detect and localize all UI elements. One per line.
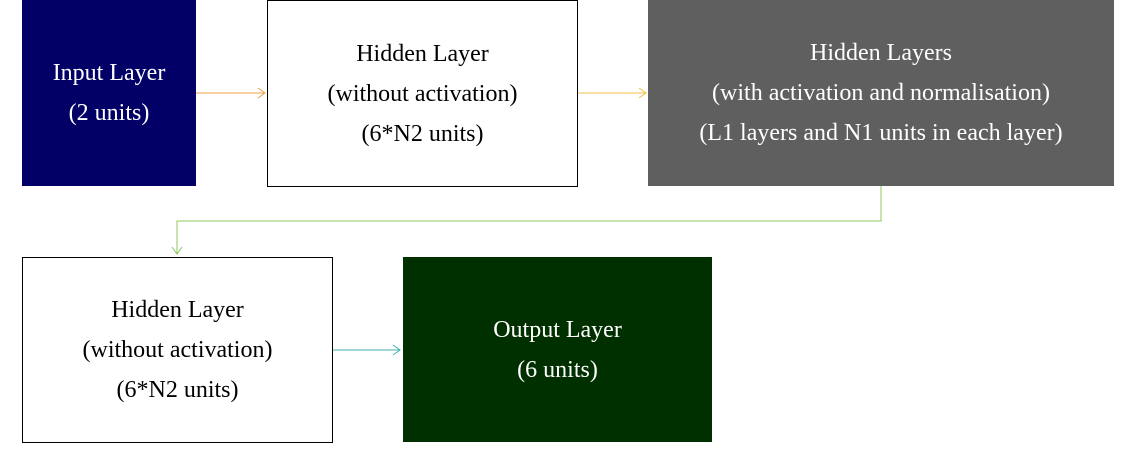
hidden-layer-2-units: (6*N2 units) (116, 377, 239, 403)
hidden-layer-1-title: Hidden Layer (356, 40, 489, 67)
hidden-layer-1-units: (6*N2 units) (361, 120, 484, 147)
arrow-hidden-1-to-hidden-layers-head (638, 87, 647, 99)
arrow-hidden-1-to-hidden-layers (578, 87, 647, 99)
hidden-layers-activated-node: Hidden Layers (with activation and norma… (648, 0, 1114, 186)
arrow-hidden-2-to-output (333, 344, 401, 356)
output-layer-title: Output Layer (493, 316, 622, 343)
input-layer-units: (2 units) (68, 100, 150, 126)
arrow-hidden-layers-to-hidden-2 (171, 186, 882, 255)
hidden-layers-activation: (with activation and normalisation) (712, 80, 1050, 106)
hidden-layers-title: Hidden Layers (810, 40, 952, 66)
output-layer-units: (6 units) (517, 356, 598, 383)
input-layer-title: Input Layer (52, 60, 166, 86)
arrow-input-to-hidden-1-head (257, 87, 266, 99)
arrow-input-to-hidden-1 (196, 87, 266, 99)
hidden-layer-2-activation: (without activation) (82, 337, 273, 363)
input-layer-node: Input Layer (2 units) (22, 0, 196, 186)
output-layer-node: Output Layer (6 units) (403, 257, 712, 442)
hidden-layer-2-title: Hidden Layer (111, 297, 244, 323)
hidden-layer-linear-node-2: Hidden Layer (without activation) (6*N2 … (22, 257, 333, 443)
arrow-hidden-layers-to-hidden-2-line (176, 186, 882, 254)
hidden-layer-linear-node-1: Hidden Layer (without activation) (6*N2 … (267, 0, 578, 187)
arrow-hidden-layers-to-hidden-2-head (171, 246, 183, 255)
arrow-hidden-2-to-output-head (392, 344, 401, 356)
hidden-layers-units: (L1 layers and N1 units in each layer) (699, 120, 1063, 146)
hidden-layer-1-activation: (without activation) (327, 80, 518, 107)
